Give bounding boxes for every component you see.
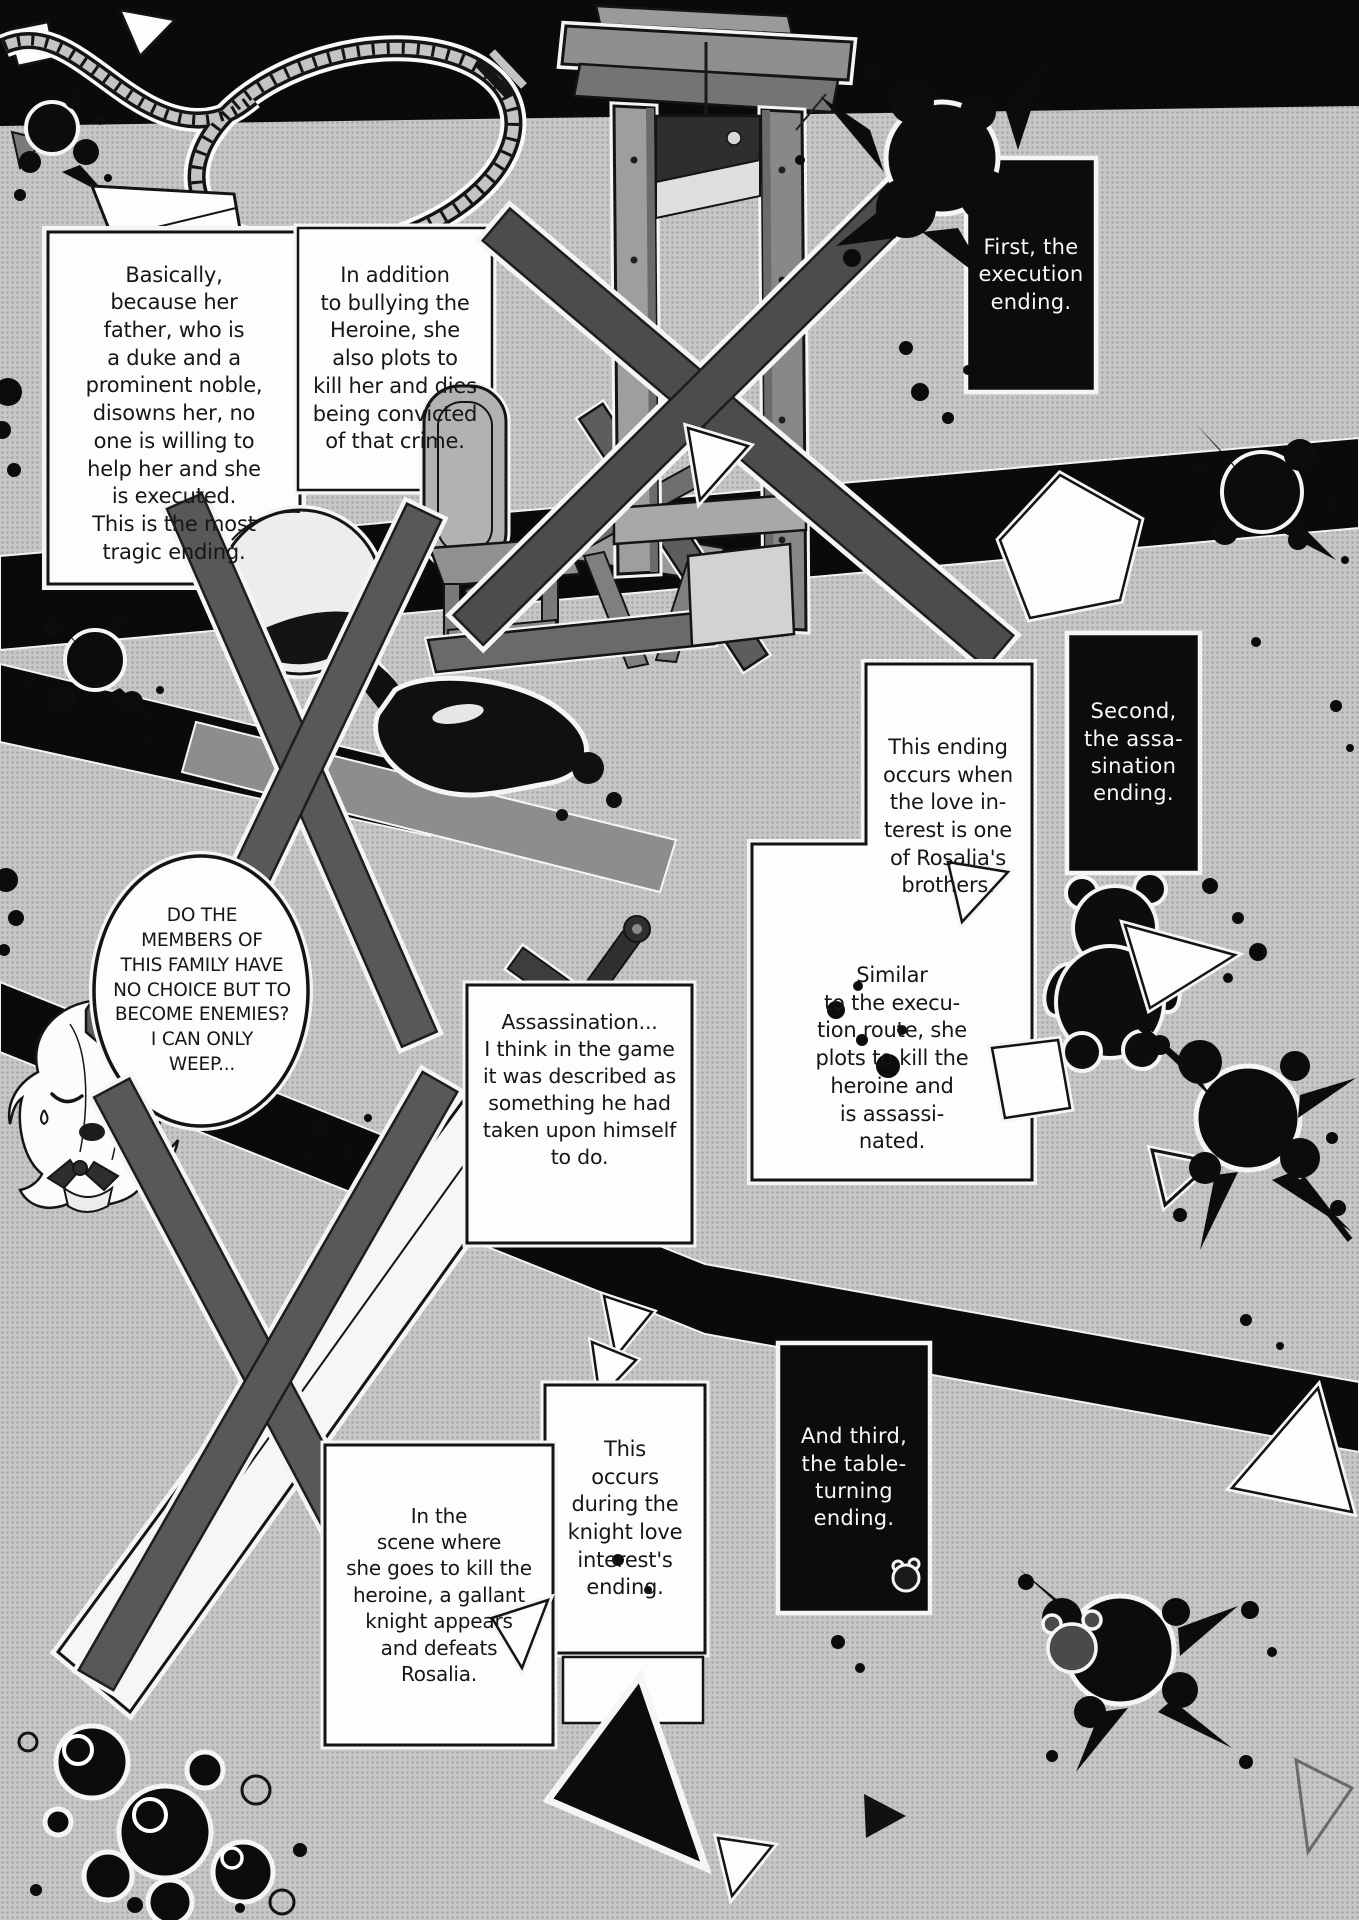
second-ending-caption: Second, the assa- sination ending. [1083,699,1184,806]
teddy-bear-icon [1041,1609,1103,1674]
speech-bubble [89,851,372,1162]
brothers-text-2: Similar to the execu- tion route, she pl… [815,962,969,1154]
ink-splatter-icon [1195,424,1354,752]
cross-x-mark-execution [445,148,1022,676]
execution-detail-text: Basically, because her father, who is a … [85,262,263,564]
assassination-text: Assassination... I think in the game it … [482,1009,677,1170]
guillotine-icon [419,4,858,676]
glass-shard-icon [682,422,1145,623]
glass-shard-icon [485,1554,906,1905]
caption-box-second-ending [1064,630,1203,876]
brothers-text-1: This ending occurs when the love in- ter… [882,734,1013,898]
knight-ending-text: This occurs during the knight love inter… [567,1436,683,1600]
ink-splatter-icon [24,600,164,747]
text-box-assassination [462,980,697,1248]
weep-bubble-text: DO THE MEMBERS OF THIS FAMILY HAVE NO CH… [113,905,291,1075]
teddy-bear-icon [891,1557,921,1593]
ink-splatter-icon [1018,1568,1277,1772]
text-box-brothers [747,659,1037,1185]
knight-scene-text: In the scene where she goes to kill the … [346,1503,532,1686]
bullying-text: In addition to bullying the Heroine, she… [312,262,478,454]
ink-splatter-icon [17,981,907,1920]
ink-splatter-icon [6,80,112,201]
glass-shard-icon [1224,1379,1358,1857]
third-ending-caption: And third, the table- turning ending. [800,1424,908,1531]
text-box-knight-ending [540,1380,710,1658]
ink-splatter-icon [1125,1000,1356,1350]
ink-splatter-icon [795,58,1048,424]
ink-dots [0,378,24,956]
text-box-knight-scene [320,1440,558,1750]
glass-shard-icon [942,857,1245,1213]
first-ending-caption: First, the execution ending. [978,235,1084,314]
